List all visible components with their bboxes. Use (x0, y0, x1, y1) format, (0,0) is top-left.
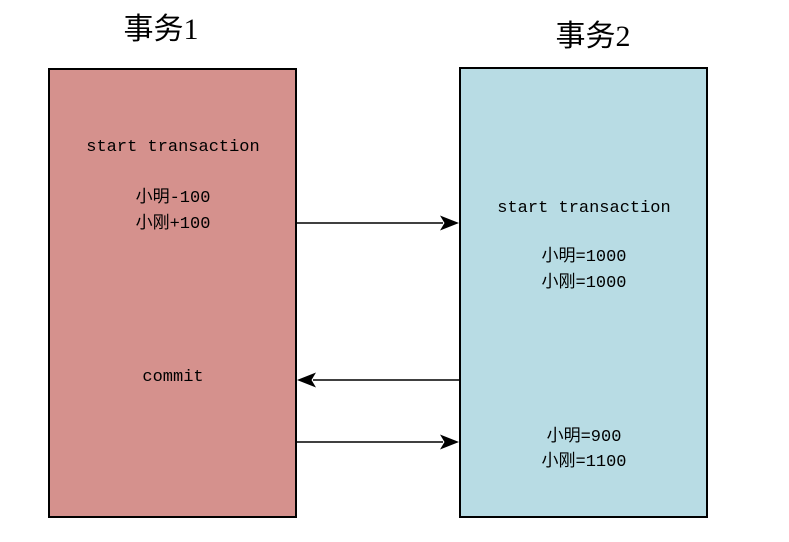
transaction1-title: 事务1 (123, 13, 199, 46)
txn1-commit: commit (142, 368, 204, 387)
txn1-start-transaction: start transaction (86, 138, 260, 157)
arrow-3-right (297, 434, 459, 450)
txn2-read2-xiaogang: 小刚=1100 (541, 453, 627, 472)
txn2-read1-xiaogang: 小刚=1000 (541, 274, 627, 293)
txn1-op-xiaogang-plus-100: 小刚+100 (135, 215, 211, 234)
txn2-start-transaction: start transaction (497, 199, 671, 218)
txn2-read1-xiaoming: 小明=1000 (541, 248, 627, 267)
arrow-1-right (297, 215, 459, 231)
txn1-op-xiaoming-minus-100: 小明-100 (135, 189, 211, 208)
transaction2-box (459, 67, 708, 518)
txn2-read2-xiaoming: 小明=900 (546, 428, 622, 447)
arrow-2-left (297, 372, 459, 388)
transaction2-title: 事务2 (555, 20, 631, 53)
transaction1-box (48, 68, 297, 518)
